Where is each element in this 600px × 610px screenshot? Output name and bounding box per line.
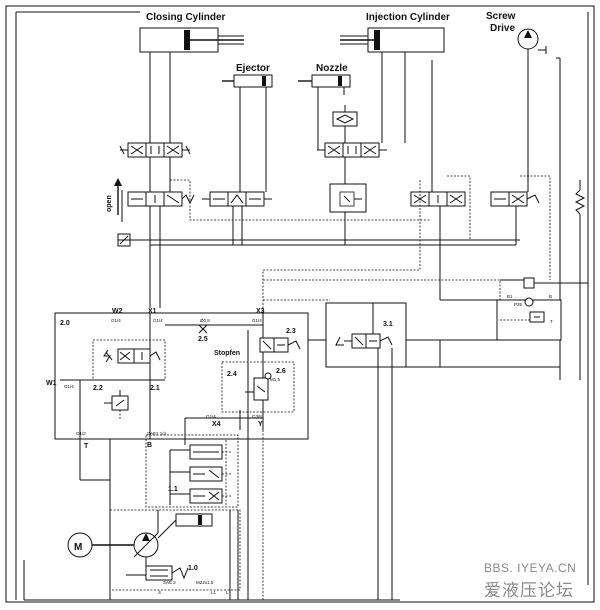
block-2-4-id: 2.4	[227, 371, 237, 378]
open-indicator	[114, 178, 123, 222]
closing-cylinder-label: Closing Cylinder	[146, 12, 226, 23]
port-x1: X1	[148, 308, 157, 315]
watermark-line2: 爱液压论坛	[484, 581, 574, 600]
port-g14-c: G1/4	[252, 318, 262, 323]
valve-2-3	[259, 337, 301, 353]
svg-text:P35: P35	[514, 302, 523, 307]
block-1-0	[92, 509, 241, 600]
port-w2: W2	[112, 308, 123, 315]
port-s: S	[158, 590, 161, 595]
port-d08: Ø0,8	[200, 318, 210, 323]
port-g38: G3/8	[252, 414, 262, 419]
pilot-lines-top	[170, 175, 551, 330]
port-w1: W1	[46, 380, 57, 387]
port-g12: G1/2	[76, 431, 86, 436]
block-1-1	[145, 434, 239, 508]
nozzle-label: Nozzle	[316, 63, 348, 74]
watermark-line1: BBS. IYEYA.CN	[484, 561, 576, 575]
valve-closing-main	[119, 142, 191, 158]
injection-cylinder	[340, 27, 445, 60]
block-2-2-id: 2.2	[93, 385, 103, 392]
open-label: open	[106, 195, 113, 212]
block-2-6-id: 2.6	[276, 368, 286, 375]
screw-drive-label-line2: Drive	[490, 23, 515, 34]
valve-injection-2	[410, 191, 466, 207]
port-m15: M1,5	[270, 377, 281, 382]
valve-2-1	[92, 339, 166, 381]
stopfen-label: Stopfen	[214, 350, 240, 357]
schematic-frame	[5, 5, 595, 603]
port-x3: X3	[256, 308, 265, 315]
nozzle-shuttle-valve	[332, 105, 358, 127]
port-x4: X4	[212, 421, 221, 428]
port-sae2: SAE 2	[163, 580, 176, 585]
valve-open	[127, 191, 195, 207]
port-l: L	[226, 590, 229, 595]
port-g14-e: G1/4	[206, 414, 216, 419]
valve-ejector	[202, 191, 272, 207]
block-2-5-id: 2.5	[198, 336, 208, 343]
port-g14-b: G1/4	[153, 318, 163, 323]
port-g14-a: G1/4	[111, 318, 121, 323]
right-connections	[308, 240, 588, 600]
valve-2-2	[104, 390, 129, 420]
block-2-0-id: 2.0	[60, 320, 70, 327]
block-3-1-id: 3.1	[383, 321, 393, 328]
screw-drive-motor	[517, 28, 547, 60]
screw-drive-label-line1: Screw	[486, 11, 516, 22]
block-2-3-id: 2.3	[286, 328, 296, 335]
electric-motor	[67, 532, 93, 558]
port-l1: L1	[211, 590, 217, 595]
svg-text:B1: B1	[507, 294, 513, 299]
svg-text:T: T	[550, 319, 553, 324]
valve-screw	[490, 191, 540, 207]
valve-nozzle-relief	[329, 183, 367, 213]
valve-injection-main	[317, 142, 387, 158]
ejector-label: Ejector	[236, 63, 270, 74]
port-t: T	[84, 443, 89, 450]
motor-symbol: M	[74, 542, 82, 553]
injection-cylinder-label: Injection Cylinder	[366, 12, 450, 23]
block-1-0-id: 1.0	[188, 565, 198, 572]
port-g14-d: G1/4	[64, 384, 74, 389]
closing-cylinder	[139, 27, 244, 60]
port-b: B	[147, 442, 152, 449]
block-3-1	[325, 302, 407, 368]
block-2-0	[54, 312, 309, 440]
lower-trunk-lines	[23, 330, 400, 601]
block-2-1-id: 2.1	[150, 385, 160, 392]
block-2-0-lines	[60, 313, 264, 439]
nozzle-cylinder	[298, 74, 351, 95]
screw-drive-block: P35 B1 B T	[496, 277, 562, 341]
orifice-2-5	[198, 324, 208, 334]
port-m22: M22x1,5	[196, 580, 214, 585]
valve-2-4	[221, 361, 295, 413]
resistor-symbol	[574, 180, 586, 380]
block-1-1-id: 1.1	[168, 486, 178, 493]
ejector-cylinder	[222, 74, 273, 95]
port-y: Y	[258, 421, 263, 428]
port-sae: SAE1 1/4	[147, 431, 167, 436]
svg-text:B: B	[549, 294, 552, 299]
